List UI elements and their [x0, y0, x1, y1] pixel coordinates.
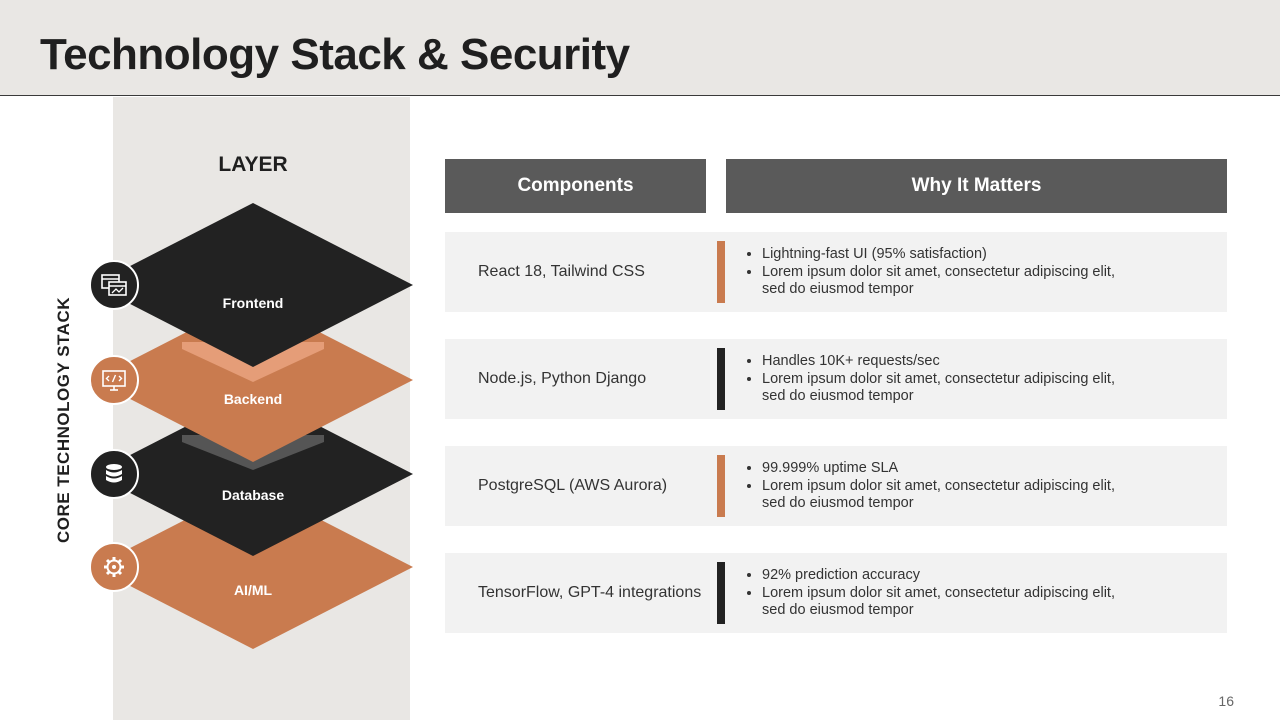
- benefit-point: Lorem ipsum dolor sit amet, consectetur …: [762, 264, 1142, 299]
- accent-bar: [717, 562, 725, 624]
- layer-label-database: Database: [221, 487, 285, 503]
- column-header-components: Components: [445, 159, 706, 213]
- ai-gear-icon: [89, 542, 139, 592]
- accent-bar: [717, 455, 725, 517]
- layer-heading: LAYER: [218, 153, 288, 176]
- benefit-point: 92% prediction accuracy: [762, 567, 1142, 585]
- server-code-icon: [89, 355, 139, 405]
- benefit-point: Lorem ipsum dolor sit amet, consectetur …: [762, 478, 1142, 513]
- accent-bar: [717, 241, 725, 303]
- benefit-list: 92% prediction accuracy Lorem ipsum dolo…: [744, 567, 1142, 620]
- benefit-point: Lightning-fast UI (95% satisfaction): [762, 246, 1142, 264]
- benefit-point: Lorem ipsum dolor sit amet, consectetur …: [762, 585, 1142, 620]
- browser-windows-icon: [89, 260, 139, 310]
- benefit-list: 99.999% uptime SLA Lorem ipsum dolor sit…: [744, 460, 1142, 513]
- component-text: React 18, Tailwind CSS: [478, 263, 645, 280]
- benefit-point: 99.999% uptime SLA: [762, 460, 1142, 478]
- layer-label-frontend: Frontend: [222, 295, 284, 311]
- layer-label-ai-ml: AI/ML: [233, 582, 273, 598]
- table-row: Node.js, Python Django Handles 10K+ requ…: [445, 339, 1227, 419]
- accent-bar: [717, 348, 725, 410]
- benefit-list: Handles 10K+ requests/sec Lorem ipsum do…: [744, 353, 1142, 406]
- layer-label-backend: Backend: [223, 391, 283, 407]
- table-row: React 18, Tailwind CSS Lightning-fast UI…: [445, 232, 1227, 312]
- database-icon: [89, 449, 139, 499]
- component-text: TensorFlow, GPT-4 integrations: [478, 584, 702, 601]
- page-number: 16: [1218, 693, 1234, 709]
- table-row: PostgreSQL (AWS Aurora) 99.999% uptime S…: [445, 446, 1227, 526]
- layer-frontend-shape: [93, 203, 413, 367]
- table-row: TensorFlow, GPT-4 integrations 92% predi…: [445, 553, 1227, 633]
- benefit-point: Lorem ipsum dolor sit amet, consectetur …: [762, 371, 1142, 406]
- component-text: Node.js, Python Django: [478, 370, 647, 387]
- benefit-list: Lightning-fast UI (95% satisfaction) Lor…: [744, 246, 1142, 299]
- slide-title: Technology Stack & Security: [40, 30, 630, 79]
- benefit-point: Handles 10K+ requests/sec: [762, 353, 1142, 371]
- component-text: PostgreSQL (AWS Aurora): [478, 477, 668, 494]
- column-header-why-it-matters: Why It Matters: [726, 159, 1227, 213]
- slide-header: Technology Stack & Security: [0, 0, 1280, 96]
